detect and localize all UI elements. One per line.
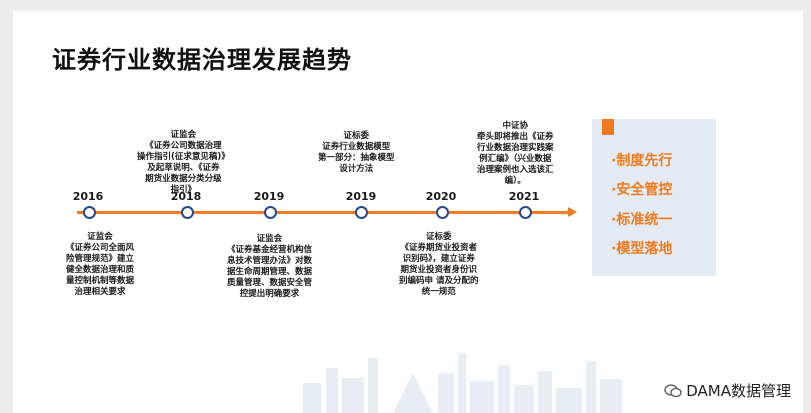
note-2016: 证监会 《证券公司全面风 险管理规范》建立 健全数据治理和质 量控制机制等数据 … bbox=[66, 232, 134, 298]
note-line: 息技术管理办法》对数 bbox=[227, 256, 313, 266]
note-line: 证券行业数据模型 bbox=[322, 142, 391, 152]
note-line: 治理相关要求 bbox=[74, 287, 126, 297]
watermark-text: DAMA数据管理 bbox=[686, 382, 791, 400]
note-line: 操作指引(征求意见稿)》 bbox=[137, 152, 230, 162]
year-label: 2021 bbox=[508, 190, 540, 203]
timeline-node-2019a bbox=[264, 206, 277, 219]
timeline-axis bbox=[77, 211, 570, 214]
year-label: 2019 bbox=[253, 190, 285, 203]
note-line: 证标委 bbox=[343, 131, 370, 141]
note-line: 指引》 bbox=[170, 185, 197, 195]
note-line: 编）。 bbox=[504, 176, 526, 186]
note-line: 《证券基金经营机构信 bbox=[227, 245, 313, 255]
note-line: 期货业投资者身份识 bbox=[400, 265, 477, 275]
note-line: 险管理规范》建立 bbox=[66, 254, 135, 264]
timeline-node-2018 bbox=[181, 206, 194, 219]
note-2019a: 证监会 《证券基金经营机构信 息技术管理办法》对数 据生命周期管理、数据 质量管… bbox=[227, 234, 312, 300]
note-line: 期货业数据分类分级 bbox=[145, 174, 222, 184]
timeline-node-2020 bbox=[436, 206, 449, 219]
note-line: 及起草说明、《证券 bbox=[147, 163, 220, 173]
trend-summary-panel bbox=[592, 119, 716, 276]
slide: 证券行业数据治理发展趋势 2016 2018 2019 2019 2020 20 bbox=[13, 11, 803, 413]
note-2020: 证标委 《证券期货业投资者 识别码》，建立证券 期货业投资者身份识 别编码申 请… bbox=[399, 232, 478, 298]
note-line: 证标委 bbox=[425, 232, 452, 242]
note-line: 设计方法 bbox=[339, 164, 374, 174]
panel-item: ·制度先行 bbox=[611, 153, 673, 169]
note-line: 别编码申 请及分配的 bbox=[399, 276, 479, 286]
note-line: 识别码》，建立证券 bbox=[402, 254, 475, 264]
slide-title: 证券行业数据治理发展趋势 bbox=[52, 46, 352, 74]
note-line: 健全数据治理和质 bbox=[66, 265, 135, 275]
panel-flag-decoration bbox=[602, 119, 614, 135]
note-line: 《证券公司全面风 bbox=[66, 243, 135, 253]
note-line: 牵头即将推出《证券 bbox=[477, 132, 554, 142]
note-line: 统一规范 bbox=[421, 287, 456, 297]
note-2018: 证监会 《证券公司数据治理 操作指引(征求意见稿)》 及起草说明、《证券 期货业… bbox=[137, 130, 230, 196]
timeline-node-2021 bbox=[519, 206, 532, 219]
timeline-arrow-head bbox=[568, 207, 577, 217]
year-label: 2019 bbox=[345, 190, 377, 203]
note-line: 行业数据治理实践案 bbox=[477, 143, 554, 153]
note-line: 量控制机制等数据 bbox=[66, 276, 135, 286]
note-2019b: 证标委 证券行业数据模型 第一部分：抽象模型 设计方法 bbox=[318, 131, 395, 175]
year-label: 2016 bbox=[72, 190, 104, 203]
year-label: 2018 bbox=[170, 190, 202, 203]
note-line: 《证券期货业投资者 bbox=[400, 243, 477, 253]
note-line: 质量管理、数据安全管 bbox=[227, 278, 313, 288]
note-line: 治理案例也入选该汇 bbox=[477, 165, 554, 175]
timeline-node-2019b bbox=[355, 206, 368, 219]
panel-item: ·模型落地 bbox=[611, 241, 673, 257]
timeline-node-2016 bbox=[83, 206, 96, 219]
note-line: 控提出明确要求 bbox=[239, 289, 300, 299]
panel-item: ·标准统一 bbox=[611, 212, 673, 228]
note-line: 例汇编》（兴业数据 bbox=[479, 154, 552, 164]
city-skyline-watermark bbox=[303, 353, 622, 413]
note-2021: 中证协 牵头即将推出《证券 行业数据治理实践案 例汇编》（兴业数据 治理案例也入… bbox=[477, 121, 554, 187]
note-line: 据生命周期管理、数据 bbox=[227, 267, 313, 277]
note-line: 第一部分：抽象模型 bbox=[318, 153, 395, 163]
wechat-watermark: DAMA数据管理 bbox=[664, 380, 791, 401]
wechat-icon bbox=[664, 383, 682, 397]
note-line: 中证协 bbox=[502, 121, 529, 131]
note-line: 证监会 bbox=[87, 232, 113, 242]
panel-item: ·安全管控 bbox=[611, 182, 673, 198]
note-line: 证监会 bbox=[170, 130, 197, 140]
year-label: 2020 bbox=[425, 190, 457, 203]
note-line: 《证券公司数据治理 bbox=[145, 141, 222, 151]
note-line: 证监会 bbox=[256, 234, 283, 244]
